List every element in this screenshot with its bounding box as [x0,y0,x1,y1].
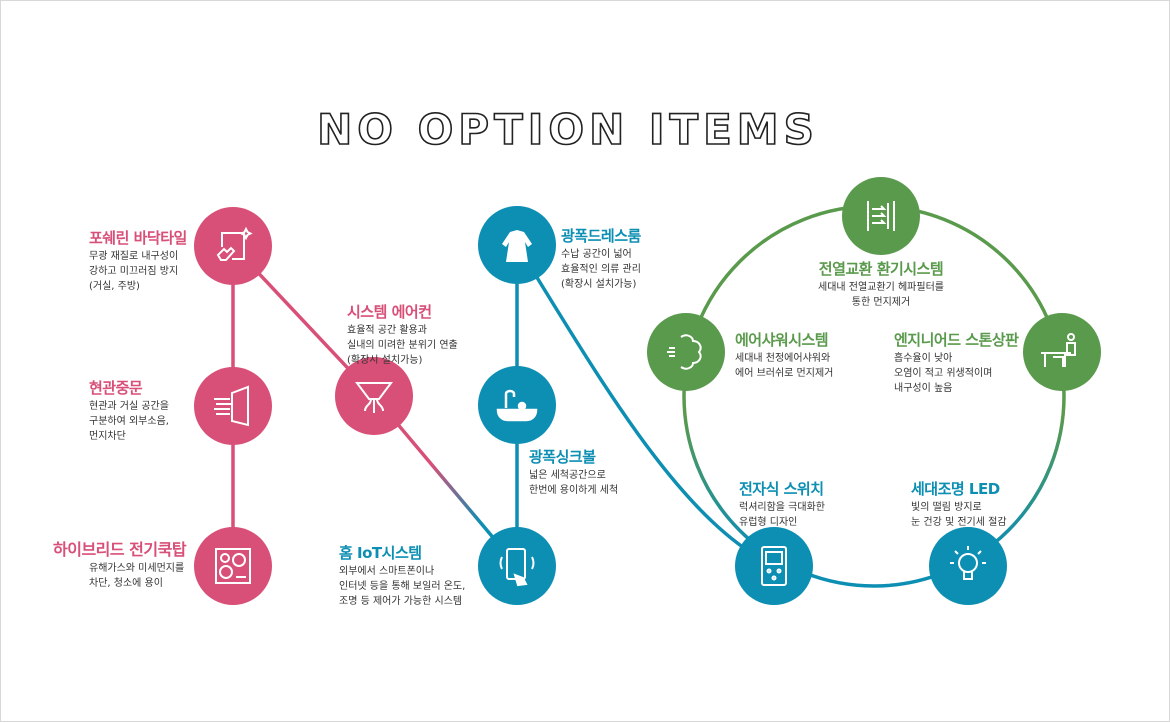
entrance-door-icon [194,367,272,445]
smartphone-icon [478,527,556,605]
air-shower-icon [647,313,725,391]
blue-curve-line [515,244,775,568]
led-bulb-icon [929,527,1007,605]
stone-countertop-icon [1023,313,1101,391]
ceiling-aircon-icon [335,357,413,435]
polished-tile-icon [194,207,272,285]
page-title: NO OPTION ITEMS [316,104,819,155]
dress-hanger-icon [478,206,556,284]
ventilation-icon [842,177,920,255]
cooktop-icon [194,527,272,605]
sink-icon [478,366,556,444]
electronic-switch-icon [735,527,813,605]
